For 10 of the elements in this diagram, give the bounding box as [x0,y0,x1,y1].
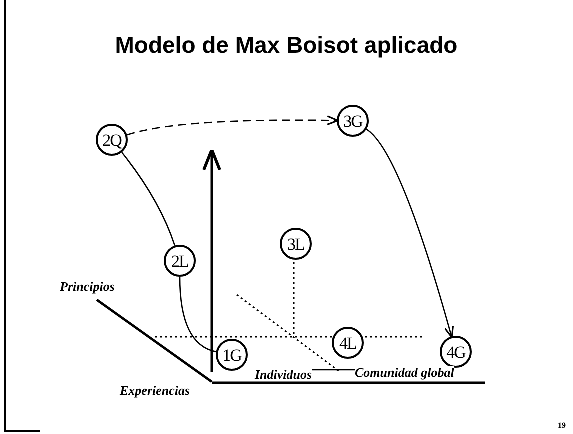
connector [179,276,216,353]
connector [366,128,454,338]
axis-label: Comunidad global [355,366,454,379]
connector [121,152,176,246]
axis-label: Individuos [255,368,312,381]
page-number: 19 [558,420,566,432]
axis-label: Experiencias [120,384,190,397]
connector [127,116,339,136]
axis-label: Principios [60,280,115,293]
title: Modelo de Max Boisot aplicado [114,31,459,60]
